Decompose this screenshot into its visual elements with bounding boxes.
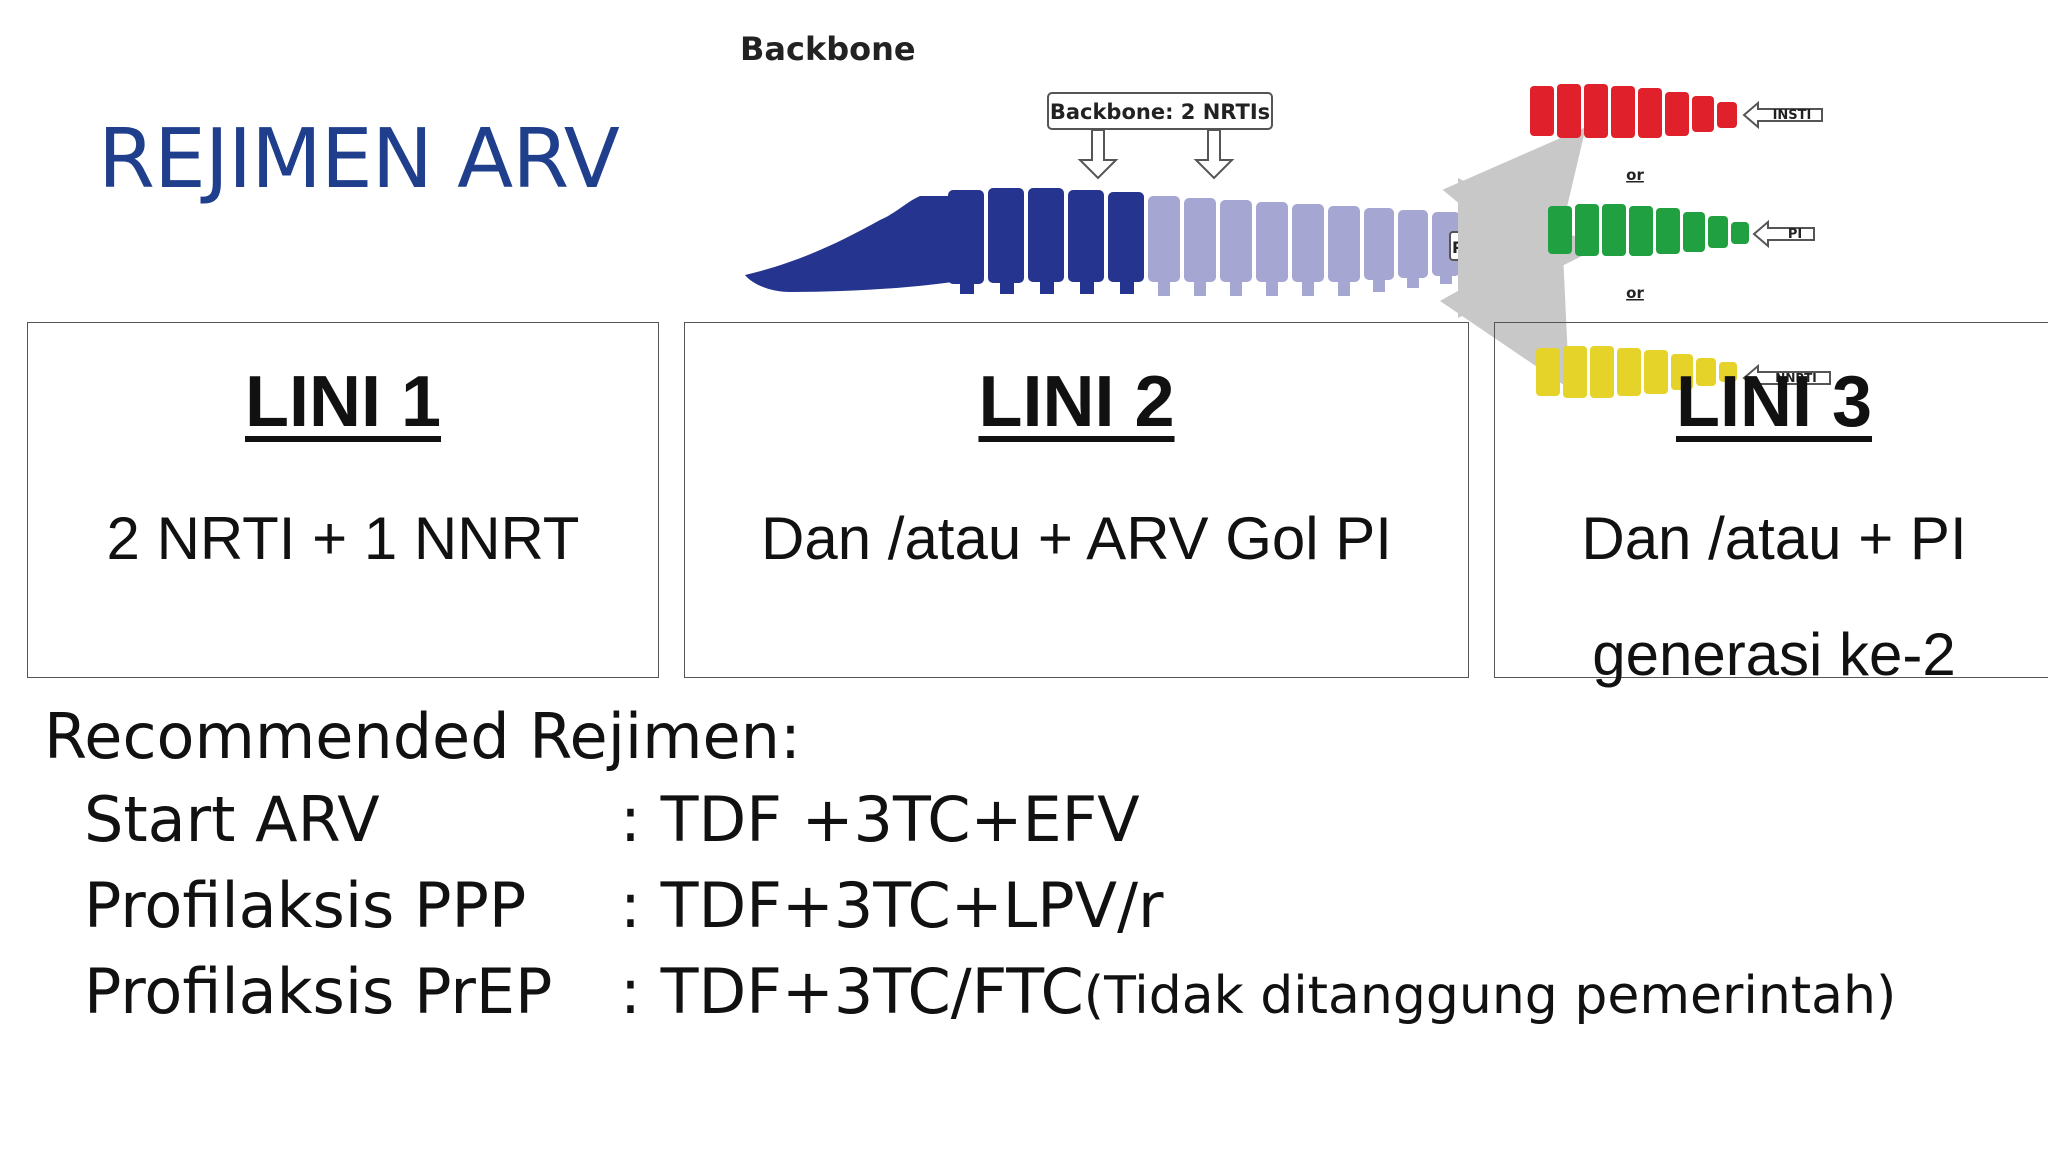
figure-heading: Backbone <box>740 30 916 68</box>
insti-arrow-icon <box>1742 100 1823 130</box>
lini-1-box: LINI 1 2 NRTI + 1 NNRT <box>27 322 659 678</box>
or-label-1: or <box>1626 166 1644 184</box>
spine-dark-segment <box>948 188 1144 294</box>
regimen-label: Profilaksis PPP <box>84 869 527 942</box>
backbone-diagram: Backbone Backbone: 2 NRTIs <box>740 30 1831 398</box>
arv-backbone-figure: Backbone Backbone: 2 NRTIs <box>730 20 1880 440</box>
spine-light-segment <box>1148 196 1492 296</box>
nnrti-arrow-icon <box>1742 363 1831 393</box>
backbone-callout-label: Backbone: 2 NRTIs <box>1050 100 1270 124</box>
lini-1-title: LINI 1 <box>244 362 442 442</box>
pi-label: PI <box>1788 227 1802 242</box>
insti-label: INSTI <box>1773 108 1812 123</box>
callout-arrow-left-icon <box>1077 129 1119 180</box>
regimen-value: : TDF+3TC+LPV/r <box>620 869 1164 942</box>
nnrti-label: NNRTI <box>1775 371 1816 385</box>
lini-2-text: Dan /atau + ARV Gol PI <box>761 505 1392 572</box>
pi-arrow-icon <box>1752 219 1815 249</box>
branch-arrow-nnrti-icon <box>1439 232 1570 389</box>
regimen-row: Profilaksis PrEP : TDF+3TC/FTC (Tidak di… <box>44 955 1896 1041</box>
lini-2-box: LINI 2 Dan /atau + ARV Gol PI <box>684 322 1469 678</box>
plus-label: Plus <box>1452 238 1490 257</box>
regimen-value: : TDF+3TC/FTC <box>620 955 1084 1028</box>
nnrti-spine-segment <box>1536 346 1737 398</box>
lini-3-text-line-2: generasi ke-2 <box>1592 621 1956 688</box>
regimen-value: : TDF +3TC+EFV <box>620 783 1140 856</box>
slide-title: REJIMEN ARV <box>98 112 620 207</box>
lini-3-box: LINI 3 Dan /atau + PI generasi ke-2 <box>1494 322 2048 688</box>
pi-spine-segment <box>1548 204 1749 256</box>
lini-3-title: LINI 3 <box>1675 362 1873 442</box>
callout-arrow-right-icon <box>1193 129 1235 180</box>
recommended-regimen: Recommended Rejimen: Start ARV : TDF +3T… <box>44 700 1896 1041</box>
backbone-callout-box <box>1047 92 1273 130</box>
regimen-row: Start ARV : TDF +3TC+EFV <box>44 783 1896 869</box>
regimen-row: Profilaksis PPP : TDF+3TC+LPV/r <box>44 869 1896 955</box>
lini-2-title: LINI 2 <box>978 362 1175 442</box>
branch-arrow-insti-icon <box>1442 126 1586 280</box>
regimen-label: Start ARV <box>84 783 380 856</box>
lini-3-text: Dan /atau + PI generasi ke-2 <box>1495 481 2048 713</box>
or-label-2: or <box>1626 284 1644 302</box>
regimen-note: (Tidak ditanggung pemerintah) <box>1083 966 1897 1026</box>
regimen-label: Profilaksis PrEP <box>84 955 553 1028</box>
spine-sacrum <box>745 196 952 292</box>
lini-3-text-line-1: Dan /atau + PI <box>1581 505 1967 572</box>
recommended-heading: Recommended Rejimen: <box>44 700 801 773</box>
insti-spine-segment <box>1530 84 1737 138</box>
lini-1-text: 2 NRTI + 1 NNRT <box>106 505 580 572</box>
